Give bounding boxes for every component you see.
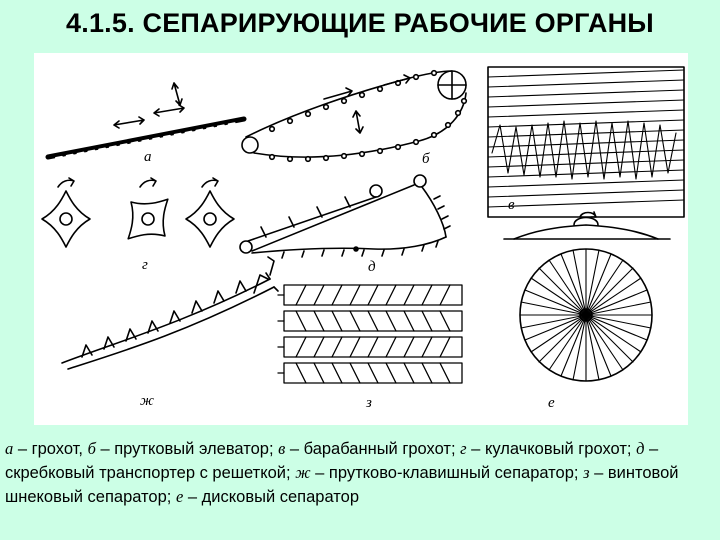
separators-figure: а б в г д ж з е <box>34 53 688 425</box>
caption-letter: г <box>460 439 467 458</box>
rod-elevator-drawing <box>241 69 468 163</box>
label-g: г <box>142 257 148 273</box>
caption-letter: е <box>175 487 184 506</box>
cam-screen-drawing <box>41 177 235 248</box>
caption-text: – кулачковый грохот; <box>466 440 637 458</box>
scraper-conveyor-drawing <box>239 174 451 259</box>
caption-text: – барабанный грохот; <box>285 440 461 458</box>
caption-letter: з <box>583 463 590 482</box>
screw-auger-separator-drawing <box>277 284 463 384</box>
label-d: д <box>368 259 376 275</box>
label-zh: ж <box>140 393 154 409</box>
rod-key-separator-drawing <box>61 256 279 370</box>
label-z: з <box>366 395 372 411</box>
caption-text: – скребковый транспортер с решеткой; <box>5 440 659 482</box>
label-b: б <box>422 151 430 167</box>
label-e: е <box>548 395 555 411</box>
disc-separator-drawing <box>503 211 671 382</box>
caption-text: – прутково-клавишный сепаратор; <box>310 464 584 482</box>
caption-letter: д <box>636 439 645 458</box>
caption-letter: в <box>278 439 286 458</box>
caption-text: – винтовой шнековый сепаратор; <box>5 464 679 506</box>
caption-text: – прутковый элеватор; <box>95 440 279 458</box>
caption-letter: а <box>5 439 14 458</box>
label-v: в <box>508 197 515 213</box>
figure-caption: а – грохот, б – прутковый элеватор; в – … <box>5 437 717 509</box>
caption-text: – дисковый сепаратор <box>183 488 359 506</box>
caption-text: – грохот, <box>13 440 88 458</box>
mechanisms-drawing <box>41 66 685 384</box>
label-a: а <box>144 149 152 165</box>
slide-title: 4.1.5. СЕПАРИРУЮЩИЕ РАБОЧИЕ ОРГАНЫ <box>66 8 654 38</box>
drum-screen-drawing <box>487 66 685 218</box>
caption-letter: б <box>87 439 96 458</box>
caption-letter: ж <box>295 463 311 482</box>
screen-drawing <box>45 82 247 160</box>
